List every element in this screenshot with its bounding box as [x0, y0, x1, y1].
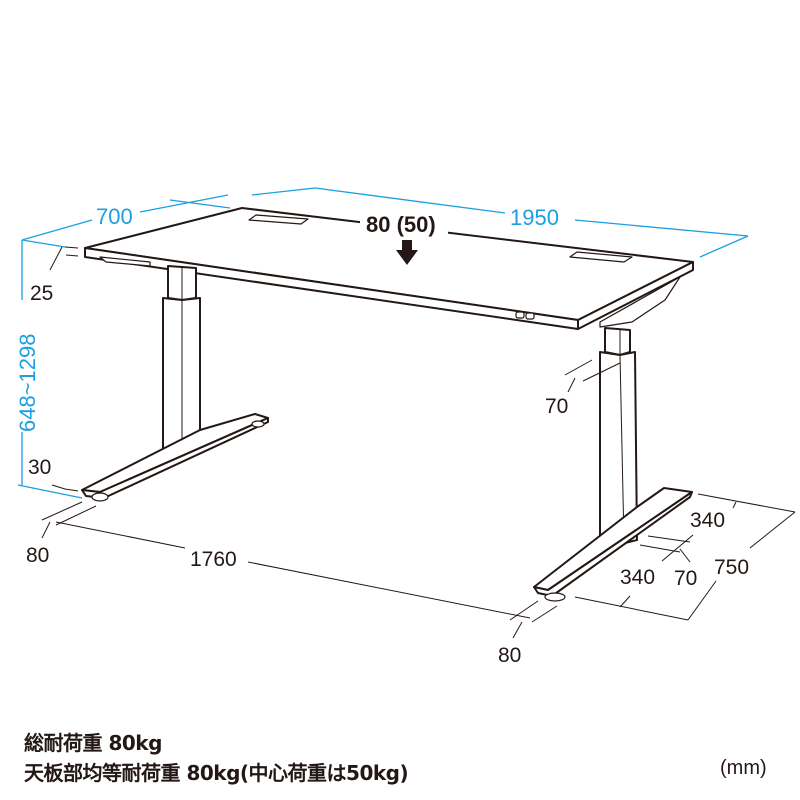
left-foot-adjuster-rear — [251, 420, 265, 428]
dim-height-range: 648~1298 — [15, 334, 40, 433]
down-arrow-icon — [396, 240, 418, 265]
desk-top — [84, 207, 694, 330]
black-dimension-lines — [41, 246, 796, 639]
left-foot-adjuster-front — [91, 492, 109, 502]
right-leg — [533, 327, 693, 602]
dim-foot-width-left: 80 — [26, 544, 49, 567]
dim-foot-front-half: 340 — [620, 566, 655, 589]
dim-depth: 700 — [96, 204, 133, 229]
right-foot-adjuster-front — [544, 592, 566, 602]
cable-grommet-right — [569, 251, 633, 263]
dim-foot-length: 750 — [714, 556, 749, 579]
dim-top-thickness: 25 — [30, 282, 53, 305]
dim-foot-rear-half: 340 — [690, 509, 725, 532]
load-label: 80 (50) — [366, 212, 436, 237]
dim-foot-height: 30 — [28, 456, 51, 479]
blue-dimension-lines — [17, 187, 749, 499]
dim-width: 1950 — [510, 205, 559, 230]
dim-leg-spacing: 1760 — [190, 548, 237, 571]
unit-label: (mm) — [720, 757, 767, 779]
cable-grommet-left — [248, 214, 309, 225]
control-switch-button-down — [525, 312, 535, 320]
dim-column-width: 70 — [545, 395, 568, 418]
caption-total-load: 総耐荷重 80kg — [24, 731, 162, 755]
control-switch-button-up — [515, 311, 525, 319]
dim-foot-width-right: 80 — [498, 644, 521, 667]
left-leg — [81, 265, 269, 502]
dim-foot-column-depth: 70 — [674, 567, 697, 590]
caption-top-load: 天板部均等耐荷重 80kg(中心荷重は50kg) — [24, 761, 409, 785]
